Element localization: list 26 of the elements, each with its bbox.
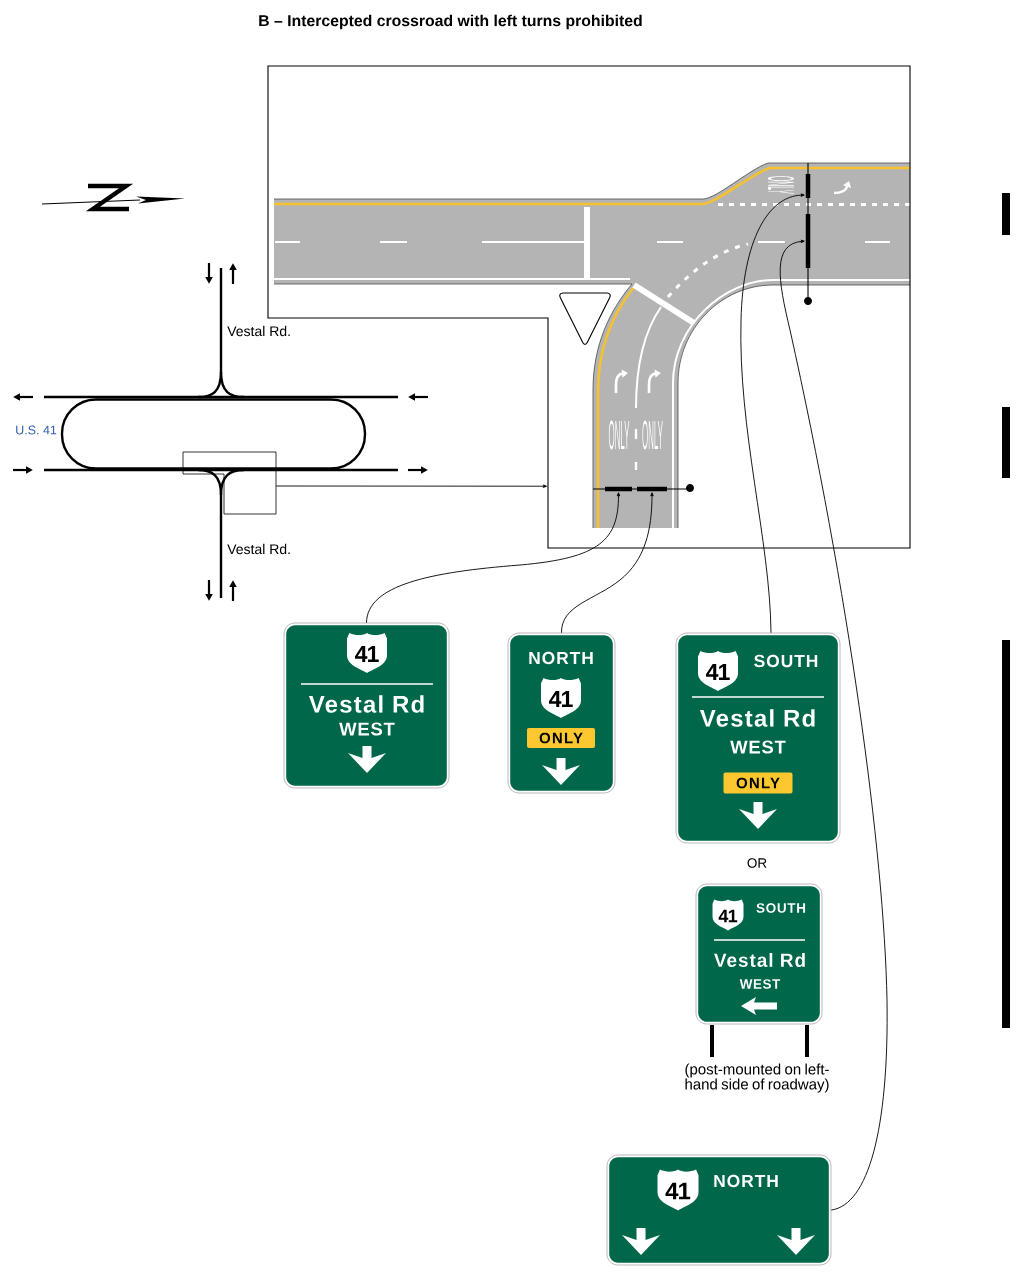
route-shield: 41 (657, 1169, 699, 1211)
direction-text: SOUTH (754, 654, 818, 668)
direction-text: WEST (739, 979, 781, 989)
direction-text: WEST (339, 722, 395, 736)
route-shield: 41 (541, 678, 581, 718)
note-text: (post-mounted on left-hand side of roadway) (685, 1063, 829, 1093)
route-shield: 41 (698, 651, 738, 691)
pavement-word: ONLY (767, 176, 795, 194)
direction-text: NORTH (529, 651, 593, 665)
title: B – Intercepted crossroad with left turns prohibited (259, 14, 642, 30)
inset-outline (182, 451, 277, 515)
direction-text: SOUTH (756, 903, 806, 913)
road-name: Vestal Rd. (227, 543, 290, 555)
route-shield: 41 (347, 633, 387, 673)
destination-text: Vestal Rd (308, 695, 424, 713)
destination-text: Vestal Rd (699, 709, 815, 727)
or-label: OR (747, 858, 767, 868)
pavement-word: ONLY (608, 420, 630, 450)
direction-text: WEST (730, 740, 786, 754)
road-name: Vestal Rd. (227, 325, 290, 337)
destination-text: Vestal Rd (714, 953, 805, 967)
direction-text: NORTH (714, 1174, 778, 1188)
only-plaque: ONLY (527, 728, 595, 748)
route-name: U.S. 41 (16, 425, 57, 435)
route-shield: 41 (712, 899, 744, 931)
pavement-word: ONLY (642, 420, 663, 450)
